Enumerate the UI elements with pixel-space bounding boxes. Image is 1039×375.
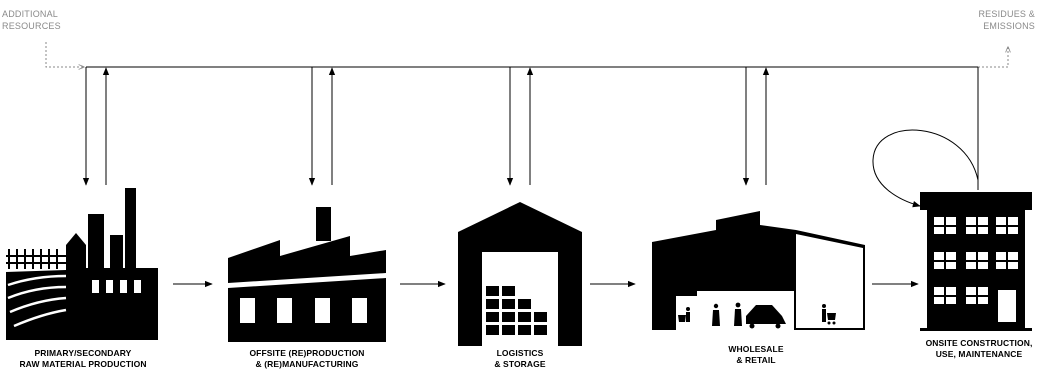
- factory-roof-gap: [228, 273, 386, 288]
- stage-label-offsite: OFFSITE (RE)PRODUCTION & (RE)MANUFACTURI…: [222, 348, 392, 370]
- residues-emissions-line-2: EMISSIONS: [983, 21, 1035, 31]
- stage-label-wholesale-line-1: WHOLESALE: [728, 344, 784, 354]
- reuse-loop-arrow: [872, 129, 979, 208]
- residues-emissions-label: RESIDUES & EMISSIONS: [978, 8, 1035, 32]
- residues-emissions-flow: [978, 47, 1008, 68]
- factory-windows-2: [240, 298, 367, 323]
- farm-factory-icon: [6, 188, 158, 340]
- stage-label-onsite: ONSITE CONSTRUCTION, USE, MAINTENANCE: [922, 338, 1036, 360]
- stage-label-logistics-line-2: & STORAGE: [494, 359, 546, 369]
- stage-label-wholesale: WHOLESALE & RETAIL: [706, 344, 806, 366]
- stage-label-primary: PRIMARY/SECONDARY RAW MATERIAL PRODUCTIO…: [3, 348, 163, 370]
- stage-label-offsite-line-2: & (RE)MANUFACTURING: [255, 359, 359, 369]
- factory-windows: [92, 280, 141, 293]
- farm-field-rows: [7, 274, 67, 328]
- stage-label-primary-line-2: RAW MATERIAL PRODUCTION: [19, 359, 147, 369]
- apartment-building-icon: [920, 192, 1032, 331]
- stage-label-onsite-line-1: ONSITE CONSTRUCTION,: [925, 338, 1033, 348]
- additional-resources-line-1: ADDITIONAL: [2, 9, 59, 19]
- additional-resources-line-2: RESOURCES: [2, 21, 61, 31]
- stage-label-primary-line-1: PRIMARY/SECONDARY: [34, 348, 132, 358]
- residues-emissions-line-1: RESIDUES &: [978, 9, 1035, 19]
- stage-label-logistics: LOGISTICS & STORAGE: [470, 348, 570, 370]
- additional-resources-flow: [45, 42, 84, 67]
- additional-resources-label: ADDITIONAL RESOURCES: [2, 8, 61, 32]
- stage-label-wholesale-line-2: & RETAIL: [736, 355, 776, 365]
- stage-label-onsite-line-2: USE, MAINTENANCE: [935, 349, 1023, 359]
- stage-label-offsite-line-1: OFFSITE (RE)PRODUCTION: [249, 348, 365, 358]
- warehouse-icon: [458, 202, 582, 346]
- stage-label-logistics-line-1: LOGISTICS: [496, 348, 544, 358]
- exchange-arrows: [82, 67, 979, 190]
- retail-store-icon: [652, 211, 865, 330]
